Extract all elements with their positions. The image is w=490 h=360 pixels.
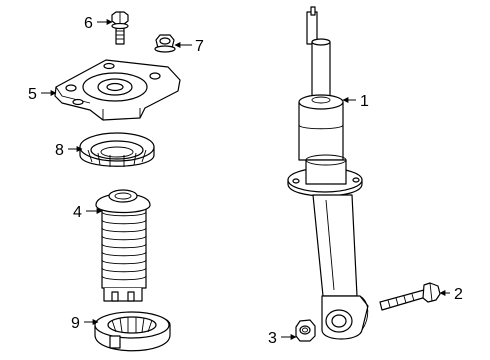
callout-2: 2 [454,286,463,303]
callouts: 1 2 3 4 5 6 7 8 9 [28,15,463,347]
part-3-nut [295,319,316,342]
part-5-upper-mount [54,59,181,121]
callout-9: 9 [71,315,80,332]
part-8-bearing [79,132,155,167]
callout-7: 7 [195,38,204,55]
callout-8: 8 [55,142,64,159]
part-6-bolt [111,11,129,45]
part-7-nut [154,34,176,53]
callout-3: 3 [268,330,277,347]
leader-lines [41,19,450,340]
callout-6: 6 [84,15,93,32]
callout-5: 5 [28,86,37,103]
callout-1: 1 [360,93,369,110]
part-9-isolator [94,311,171,352]
part-2-bolt [379,282,441,311]
part-1-strut [287,6,369,340]
callout-4: 4 [73,204,82,221]
part-4-dust-boot [95,189,151,302]
